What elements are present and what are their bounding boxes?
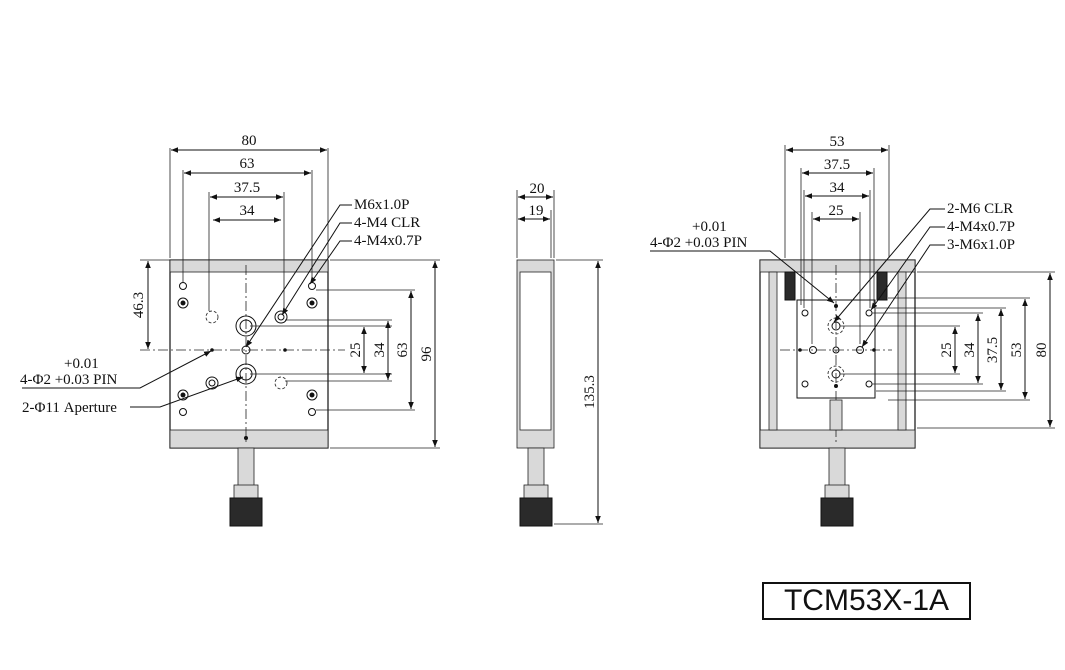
dim-53: 53 [830,134,845,150]
dim-34-v: 34 [372,342,388,358]
bottom-view: 53 37.5 34 25 25 34 37.5 53 80 + [650,134,1055,527]
dim-20: 20 [530,181,545,197]
dim-34-b: 34 [830,180,846,196]
pin-tolerance-b: +0.01 [692,219,727,235]
callout-m4-tap: 4-M4x0.7P [354,233,422,249]
top-view: 80 63 37.5 34 46.3 25 34 63 96 M6x1. [20,133,440,527]
micrometer-shaft [237,447,255,489]
dim-19: 19 [529,203,544,219]
dim-34-bv: 34 [962,342,978,358]
callout-m6-clr: 2-M6 CLR [947,201,1013,217]
dim-80: 80 [242,133,257,149]
callout-pin-b: 4-Φ2 +0.03 PIN [650,235,748,251]
pin-tolerance: +0.01 [64,356,99,372]
top-rail [169,259,329,273]
dim-25-b: 25 [829,203,844,219]
dim-46-3: 46.3 [131,292,147,318]
dim-37-5-bv: 37.5 [985,337,1001,363]
dim-37-5-b: 37.5 [824,157,850,173]
dim-80-bv: 80 [1034,343,1050,358]
dim-34: 34 [240,203,256,219]
dim-25-bv: 25 [939,343,955,358]
callout-m4-tap-b: 4-M4x0.7P [947,219,1015,235]
dim-63: 63 [240,156,255,172]
dim-53-bv: 53 [1009,343,1025,358]
callout-pin: 4-Φ2 +0.03 PIN [20,372,118,388]
stage-plate [169,259,329,449]
callout-m6-tap: 3-M6x1.0P [947,237,1015,253]
micrometer-knob[interactable] [229,497,263,527]
dim-37-5: 37.5 [234,180,260,196]
side-knob[interactable] [519,497,553,527]
hole-icon [179,282,187,290]
dim-63-v: 63 [395,343,411,358]
bottom-knob[interactable] [820,497,854,527]
dim-25: 25 [348,343,364,358]
model-title: TCM53X-1A [762,582,971,620]
side-view: 20 19 135.3 [516,181,603,527]
dim-96: 96 [419,346,435,362]
callout-m4-clr: 4-M4 CLR [354,215,420,231]
callout-aperture: 2-Φ11 Aperture [22,400,117,416]
callout-m6: M6x1.0P [354,197,409,213]
bottom-rail [169,429,329,449]
dim-135-3: 135.3 [582,375,598,409]
